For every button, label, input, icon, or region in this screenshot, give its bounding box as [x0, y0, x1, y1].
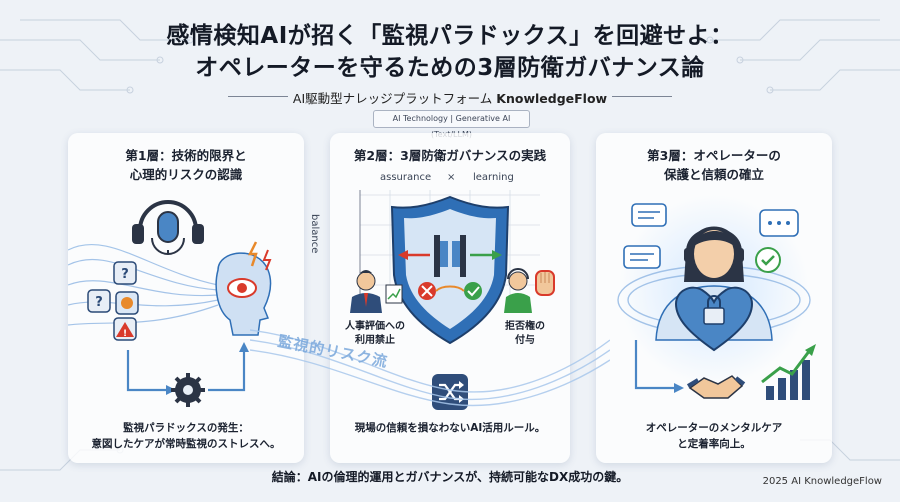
chat-bubble-icon [623, 203, 667, 269]
handshake-icon [686, 375, 746, 399]
panel-3-title: 第3層：オペレーターの 保護と信頼の確立 [596, 146, 832, 184]
subtitle: AI駆動型ナレッジプラットフォーム KnowledgeFlow [0, 88, 900, 107]
svg-text:!: ! [123, 329, 127, 339]
panel-1-caption-line-2: 意図したケアが常時監視のストレスへ。 [91, 438, 281, 450]
panel-3-title-line-1: 第3層：オペレーターの [647, 148, 781, 163]
panel-1-title-line-2: 心理的リスクの認識 [129, 167, 243, 182]
panel-3-title-line-2: 保護と信頼の確立 [663, 167, 764, 182]
operator-icon [504, 268, 532, 313]
panel-1-illustration: ? ? ! [68, 200, 272, 407]
panel-1-title-line-1: 第1層：技術的限界と [125, 148, 247, 163]
warning-icon: ! [113, 317, 137, 341]
panel-1-title: 第1層：技術的限界と 心理的リスクの認識 [68, 146, 304, 184]
subtitle-rule-right [612, 96, 672, 97]
axis-label-assurance: assurance [380, 172, 432, 183]
growth-bars-icon [761, 344, 816, 400]
axis-label-learning: learning [473, 172, 514, 183]
eye-icon [227, 278, 257, 298]
panel-3-caption-line-2: と定着率向上。 [677, 438, 751, 450]
panel-1-caption: 監視パラドックスの発生： 意図したケアが常時監視のストレスへ。 [68, 420, 304, 452]
subtitle-brand: KnowledgeFlow [496, 91, 608, 106]
rule-label-hr-ban-line-1: 人事評価への [345, 321, 405, 332]
page-title: 感情検知AIが招く「監視パラドックス」を回避せよ： オペレーターを守るための3層… [0, 20, 900, 84]
message-check-icon [755, 209, 799, 273]
heart-lock-icon [674, 286, 754, 352]
gate-icon [434, 235, 466, 277]
risk-flow-stream [250, 329, 610, 407]
stop-hand-icon [535, 270, 555, 296]
rule-label-hr-ban: 人事評価への 利用禁止 [330, 320, 420, 348]
panel-2-illustration [350, 190, 555, 345]
subtitle-rule-left [228, 96, 288, 97]
panel-3-illustration [617, 195, 816, 400]
rule-label-veto: 拒否権の 付与 [490, 320, 560, 348]
panel-2-caption: 現場の信頼を損なわないAI活用ルール。 [354, 422, 546, 434]
rule-label-hr-ban-line-2: 利用禁止 [355, 335, 395, 346]
title-line-2: オペレーターを守るための3層防衛ガバナンス論 [195, 55, 705, 81]
panel-2-title: 第2層：3層防衛ガバナンスの実践 [353, 148, 547, 163]
rule-label-veto-line-2: 付与 [515, 335, 535, 346]
gear-icon [171, 373, 205, 407]
svg-text:?: ? [121, 267, 129, 282]
subtitle-prefix: AI駆動型ナレッジプラットフォーム [292, 91, 493, 106]
axis-label-separator: × [447, 172, 456, 183]
title-line-1: 感情検知AIが招く「監視パラドックス」を回避せよ： [166, 23, 734, 49]
category-tag: AI Technology | Generative AI (Text/LLM) [373, 110, 530, 139]
businessman-icon [350, 270, 382, 313]
rule-label-veto-line-1: 拒否権の [505, 321, 545, 332]
headset-icon [132, 200, 204, 255]
check-icon [464, 282, 482, 300]
panel-1-caption-line-1: 監視パラドックスの発生： [123, 422, 249, 434]
footer-copyright: 2025 AI KnowledgeFlow [762, 476, 882, 487]
question-icon: ? ? [87, 261, 137, 313]
prohibit-icon [418, 282, 436, 300]
panel-3-caption: オペレーターのメンタルケア と定着率向上。 [596, 420, 832, 452]
conclusion: 結論：AIの倫理的運用とガバナンスが、持続可能なDX成功の鍵。 [271, 470, 629, 484]
lightning-icon [247, 241, 258, 267]
axis-label-balance: balance [309, 214, 320, 254]
panel-3-caption-line-1: オペレーターのメンタルケア [645, 422, 783, 434]
svg-text:?: ? [95, 295, 103, 310]
growth-chart-icon [385, 284, 403, 304]
